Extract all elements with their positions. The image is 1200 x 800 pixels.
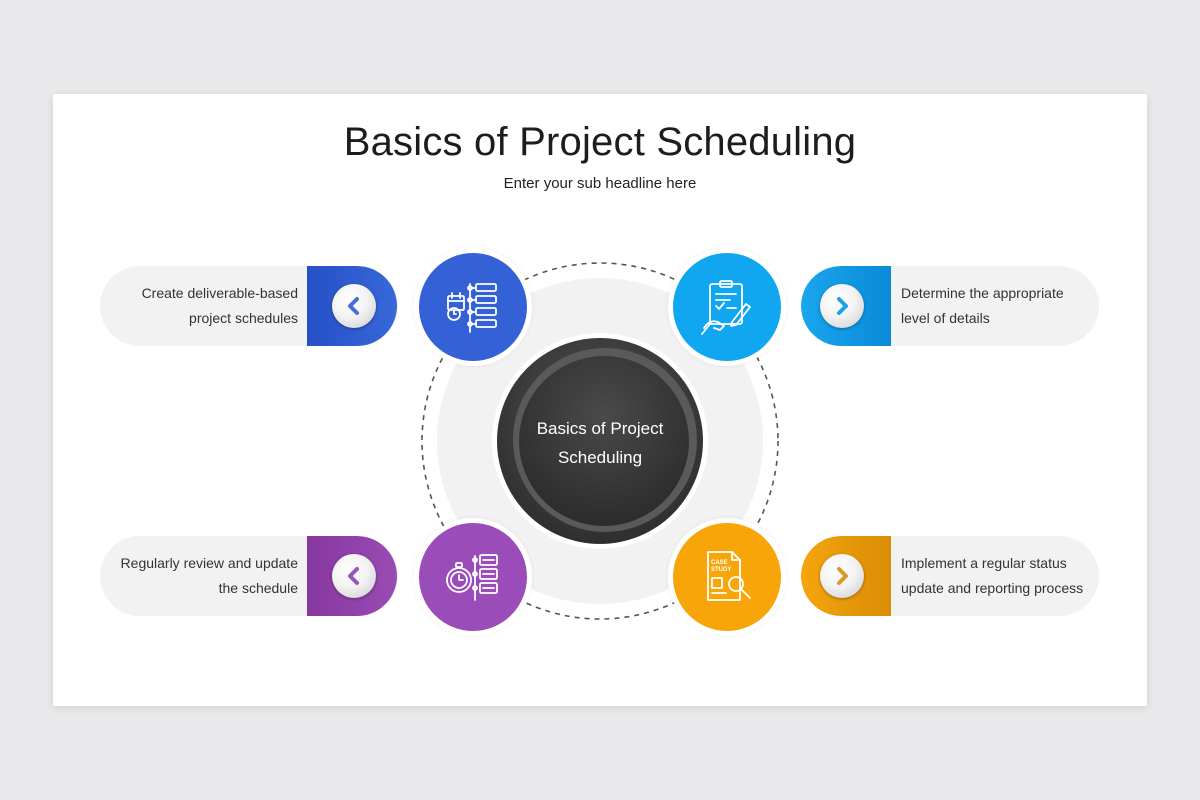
page-subtitle: Enter your sub headline here [503, 175, 697, 192]
item-text-line: update and reporting process [901, 580, 1084, 596]
item-text-line: level of details [901, 310, 990, 326]
item-text-line: Regularly review and update [120, 555, 298, 571]
center-disc-inner [519, 356, 689, 526]
dashed-ring [421, 262, 779, 620]
item-status-update: Implement a regular status update and re… [801, 536, 1099, 616]
item-color-tab [307, 266, 397, 346]
document-edit-icon [701, 280, 751, 335]
svg-text:CASE: CASE [711, 560, 728, 566]
chevron-right-icon[interactable] [820, 554, 864, 598]
item-create-deliverable: Create deliverable-based project schedul… [100, 266, 398, 346]
icon-circle-orange: CASE STUDY [668, 518, 786, 636]
page-title: Basics of Project Scheduling [343, 120, 857, 164]
item-text-line: Implement a regular status [901, 555, 1067, 571]
item-color-tab [801, 536, 891, 616]
item-color-tab [801, 266, 891, 346]
chevron-left-icon[interactable] [332, 554, 376, 598]
item-text-line: Determine the appropriate [901, 285, 1064, 301]
timer-list-icon [446, 554, 498, 601]
icon-circle-purple [414, 518, 532, 636]
chevron-right-icon[interactable] [820, 284, 864, 328]
item-determine-level: Determine the appropriate level of detai… [801, 266, 1099, 346]
item-text-line: Create deliverable-based [141, 285, 298, 301]
item-text-line: the schedule [218, 580, 298, 596]
item-color-tab [307, 536, 397, 616]
svg-text:STUDY: STUDY [711, 567, 731, 573]
item-review-schedule: Regularly review and update the schedule [100, 536, 398, 616]
case-study-icon: CASE STUDY [707, 551, 751, 601]
chevron-left-icon[interactable] [332, 284, 376, 328]
schedule-list-icon [447, 283, 497, 333]
icon-circle-blue [414, 248, 532, 366]
item-text-line: project schedules [189, 310, 298, 326]
icon-circle-cyan [668, 248, 786, 366]
